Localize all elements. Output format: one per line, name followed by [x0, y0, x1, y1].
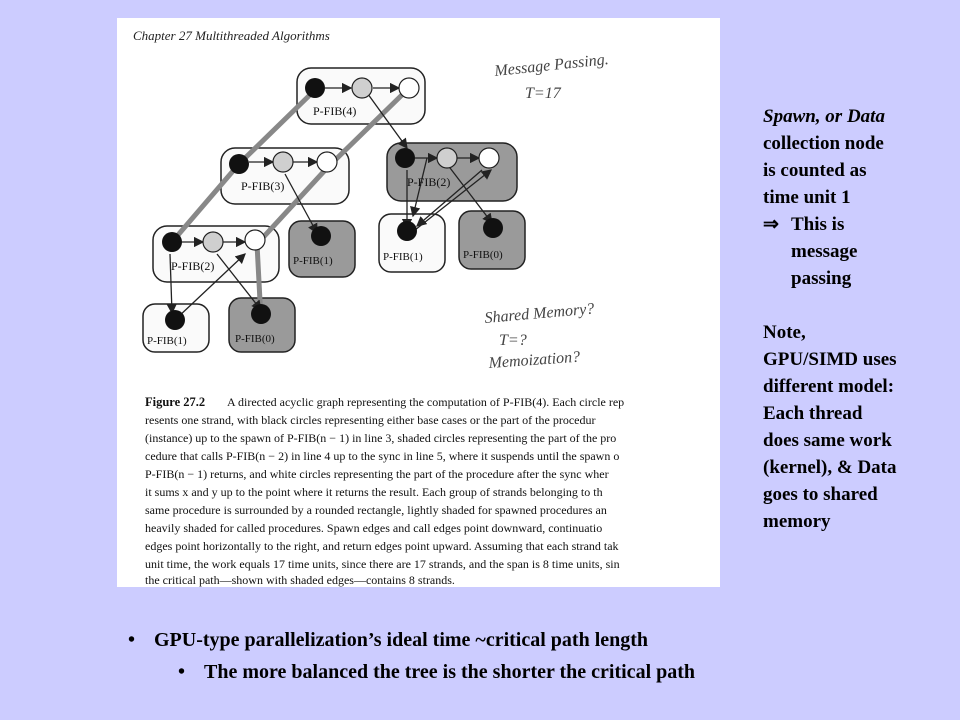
side-line: Note, — [763, 322, 806, 343]
caption-line: the critical path—shown with shaded edge… — [145, 573, 455, 587]
caption-line: it sums x and y up to the point where it… — [145, 485, 603, 499]
caption-line: P-FIB(n − 1) returns, and white circles … — [145, 467, 609, 481]
side-line: message — [791, 241, 858, 262]
side-line: is counted as — [763, 160, 867, 181]
caption-line: (instance) up to the spawn of P-FIB(n − … — [145, 431, 616, 445]
label-pfib4: P-FIB(4) — [313, 104, 356, 118]
side-line: Each thread — [763, 403, 863, 424]
side-line: time unit 1 — [763, 187, 851, 208]
caption-line: same procedure is surrounded by a rounde… — [145, 503, 607, 517]
note-shared-memory: Shared Memory? — [484, 300, 595, 327]
note-memoization: Memoization? — [487, 349, 581, 372]
group-pfib1a — [288, 220, 356, 278]
white-strands — [244, 77, 500, 251]
figure-caption: A directed acyclic graph representing th… — [145, 395, 624, 587]
label-pfib1c: P-FIB(1) — [147, 335, 187, 347]
side-line: different model: — [763, 376, 895, 397]
label-pfib2a: P-FIB(2) — [171, 259, 214, 273]
note-t17: T=17 — [525, 85, 562, 102]
label-pfib1b: P-FIB(1) — [383, 251, 423, 263]
side-line: Spawn, or Data — [763, 106, 885, 127]
side-line: goes to shared — [763, 484, 878, 505]
caption-line: resents one strand, with black circles r… — [145, 413, 596, 427]
side-notes: Spawn, or Data collection node is counte… — [763, 103, 953, 535]
bullet-text: The more balanced the tree is the shorte… — [204, 661, 696, 683]
black-strands — [162, 78, 503, 330]
label-pfib0b: P-FIB(0) — [463, 249, 503, 261]
side-line: memory — [763, 511, 831, 532]
label-pfib2b: P-FIB(2) — [407, 175, 450, 189]
implies-icon: ⇒ — [763, 214, 779, 235]
caption-line: edges point horizontally to the right, a… — [145, 539, 619, 553]
label-pfib1a: P-FIB(1) — [293, 255, 333, 267]
note-t-unknown: T=? — [499, 332, 527, 349]
critical-path-up — [254, 88, 409, 321]
bullet-balanced-tree: • The more balanced the tree is the short… — [178, 661, 695, 684]
side-line: This is — [791, 214, 845, 235]
side-line: GPU/SIMD uses — [763, 349, 897, 370]
side-line: collection node — [763, 133, 884, 154]
caption-line: A directed acyclic graph representing th… — [227, 395, 624, 409]
caption-line: cedure that calls P-FIB(n − 2) in line 4… — [145, 449, 619, 463]
caption-line: unit time, the work equals 17 time units… — [145, 557, 620, 571]
chapter-header: Chapter 27 Multithreaded Algorithms — [133, 28, 330, 43]
implies-block: ⇒ This is message passing — [763, 211, 953, 292]
shaded-strands — [202, 77, 458, 253]
side-line: does same work — [763, 430, 892, 451]
caption-line: heavily shaded for called procedures. Sp… — [145, 521, 602, 535]
bullet-text: GPU-type parallelization’s ideal time ~c… — [154, 629, 649, 651]
label-pfib0a: P-FIB(0) — [235, 333, 275, 345]
note-message-passing: Message Passing. — [493, 51, 610, 80]
side-line: passing — [791, 268, 852, 289]
dag-edges — [166, 82, 493, 319]
group-pfib0b — [458, 210, 526, 270]
label-pfib3: P-FIB(3) — [241, 179, 284, 193]
bullet-dot-icon: • — [178, 661, 186, 683]
bullet-critical-path: • GPU-type parallelization’s ideal time ~… — [128, 629, 648, 652]
bullet-dot-icon: • — [128, 629, 136, 651]
side-line: (kernel), & Data — [763, 457, 897, 478]
textbook-scan: Chapter 27 Multithreaded Algorithms Mess… — [117, 18, 720, 587]
dag-figure: Chapter 27 Multithreaded Algorithms Mess… — [133, 28, 624, 587]
figure-label: Figure 27.2 — [145, 395, 205, 409]
